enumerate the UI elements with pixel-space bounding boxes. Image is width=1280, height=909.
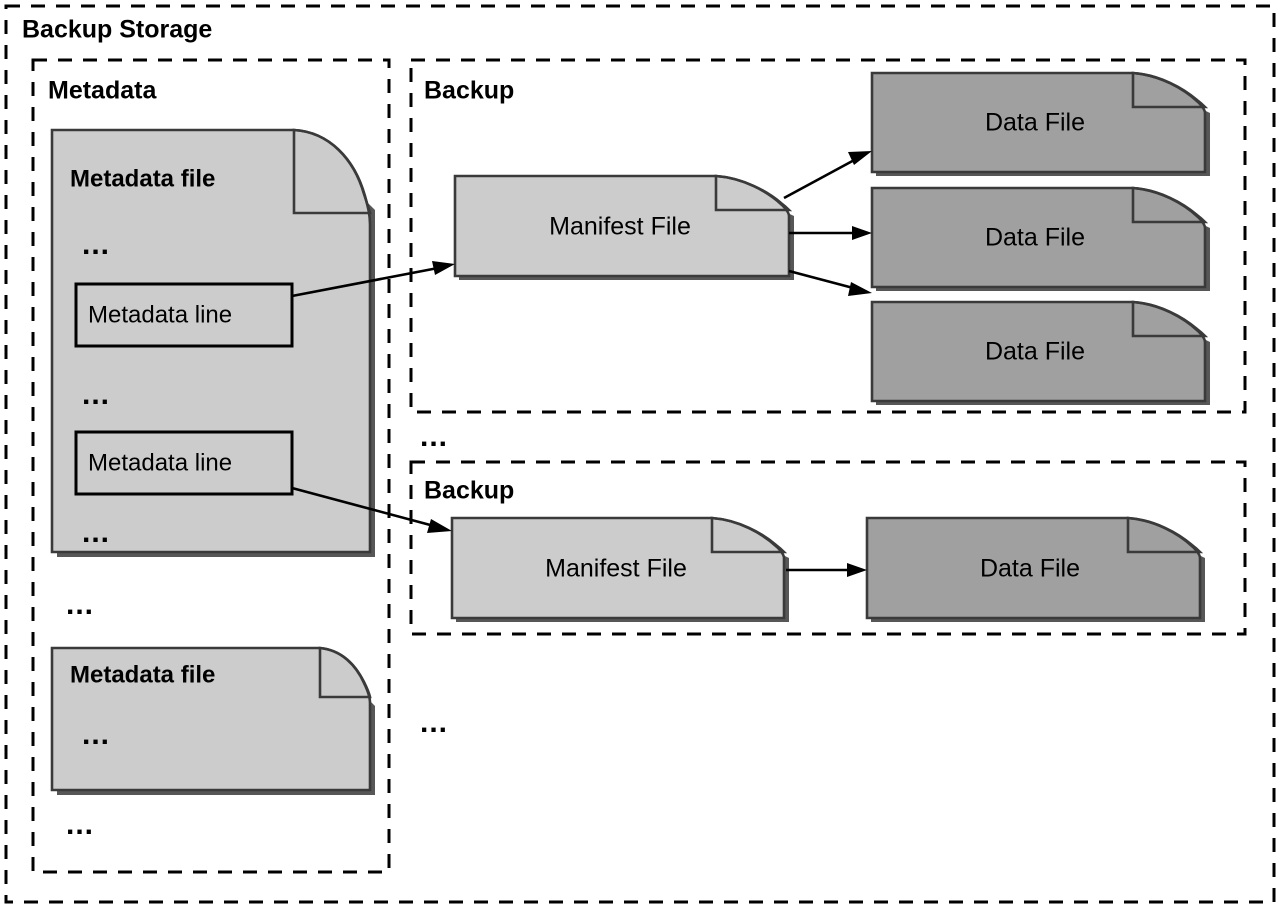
backup-1-data-file-3[interactable]: Data File — [870, 300, 1210, 405]
metadata-group-container — [31, 58, 391, 874]
backup-1-manifest-file[interactable]: Manifest File — [453, 174, 794, 280]
backup-1-container — [409, 58, 1247, 414]
backup-2-data-file-1[interactable]: Data File — [865, 516, 1205, 622]
metadata-file-1-title: Metadata file — [70, 165, 215, 192]
metadata-line-1-label: Metadata line — [88, 301, 232, 328]
backup-ellipsis-end: ... — [420, 706, 448, 739]
metadata-file-1[interactable]: Metadata file ... Metadata line ... Meta… — [50, 128, 375, 557]
backup-1-data-file-2-fold — [1131, 186, 1209, 224]
backup-ellipsis-between: ... — [420, 420, 448, 453]
metadata-line-1[interactable]: Metadata line — [74, 282, 294, 348]
backup-2-manifest-file[interactable]: Manifest File — [450, 516, 789, 622]
backup-2-manifest-fold — [710, 516, 788, 554]
backup-2-data-file-1-fold — [1126, 516, 1204, 554]
metadata-ellipsis-end: ... — [66, 808, 94, 841]
metadata-file-2-ellipsis-top: ... — [82, 718, 110, 751]
metadata-file-2[interactable]: Metadata file ... — [50, 646, 375, 795]
metadata-line-2-label: Metadata line — [88, 449, 232, 476]
backup-2-label: Backup — [424, 477, 514, 505]
metadata-line-2-box — [74, 430, 294, 496]
arrow-metadata-line-2-to-manifest-2 — [291, 486, 452, 533]
arrow-metadata-line-1-to-manifest-1 — [291, 261, 455, 298]
backup-storage-container — [4, 4, 1276, 904]
metadata-file-1-ellipsis-bottom: ... — [82, 516, 110, 549]
backup-1-arrow-to-data-file-1 — [783, 151, 872, 200]
backup-1-data-file-1-label: Data File — [985, 109, 1085, 137]
metadata-line-2[interactable]: Metadata line — [74, 430, 294, 496]
backup-1-data-file-3-label: Data File — [985, 338, 1085, 366]
metadata-file-1-fold — [292, 128, 372, 215]
backup-1-manifest-fold — [714, 174, 793, 212]
metadata-file-2-fold — [318, 646, 372, 699]
backup-1-data-file-2-label: Data File — [985, 224, 1085, 252]
metadata-line-1-box — [74, 282, 294, 348]
backup-2-manifest-label: Manifest File — [545, 555, 687, 583]
backup-1-data-file-1-fold — [1131, 71, 1209, 109]
metadata-group-label: Metadata — [48, 77, 157, 105]
backup-2-container — [409, 460, 1247, 636]
backup-1-data-file-2[interactable]: Data File — [870, 186, 1210, 291]
backup-1-arrow-to-data-file-3 — [788, 269, 872, 296]
metadata-file-2-title: Metadata file — [70, 661, 215, 688]
metadata-file-1-ellipsis-middle: ... — [82, 378, 110, 411]
metadata-file-1-ellipsis-top: ... — [82, 228, 110, 261]
backup-2-arrow-to-data-file-1 — [786, 563, 867, 577]
backup-2-data-file-1-label: Data File — [980, 555, 1080, 583]
backup-storage-title: Backup Storage — [22, 16, 212, 44]
backup-1-data-file-1[interactable]: Data File — [870, 71, 1210, 176]
backup-1-data-file-3-fold — [1131, 300, 1209, 338]
backup-1-label: Backup — [424, 77, 514, 105]
backup-1-manifest-label: Manifest File — [549, 213, 691, 241]
backup-1-arrow-to-data-file-2 — [789, 226, 872, 240]
metadata-ellipsis-between: ... — [66, 588, 94, 621]
